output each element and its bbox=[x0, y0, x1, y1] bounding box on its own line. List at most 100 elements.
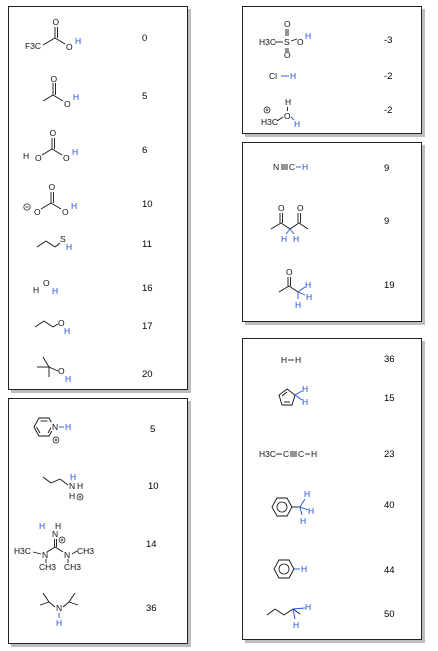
acidic-hydrogen: H bbox=[73, 92, 79, 102]
entry-methyloxonium: H H3C O H -2 bbox=[243, 91, 421, 131]
entry-benzene: H 44 bbox=[243, 551, 421, 587]
entry-hydrochloric-acid: Cl H -2 bbox=[243, 65, 421, 87]
pka-value: 36 bbox=[384, 354, 395, 365]
entry-pyridinium: N H 5 bbox=[9, 409, 187, 453]
atom-label: H3C bbox=[259, 449, 276, 459]
pka-value: 5 bbox=[142, 91, 148, 102]
atom-label: N bbox=[52, 529, 58, 539]
atom-label: O bbox=[50, 128, 57, 138]
atom-label: O bbox=[51, 74, 58, 84]
acidic-hydrogen: H bbox=[294, 119, 300, 129]
entry-acetylacetone: O O H H 9 bbox=[243, 199, 421, 251]
entry-trifluoroacetic-acid: F3C O O H 0 bbox=[9, 15, 187, 63]
pka-value: 14 bbox=[146, 539, 157, 550]
atom-label: O bbox=[58, 366, 65, 376]
activated-carbon-acids-panel: N C H 9 O O H H 9 O bbox=[242, 142, 422, 322]
structure-tetramethylguanidinium: H N H N N H3C CH3 CH3 CH3 bbox=[14, 521, 94, 572]
atom-label: O bbox=[62, 207, 69, 217]
pka-value: 16 bbox=[142, 283, 153, 294]
structure-propyne: H3C C C H bbox=[259, 449, 317, 459]
atom-label: O bbox=[284, 111, 291, 121]
atom-label: O bbox=[34, 207, 41, 217]
acidic-hydrogen: H bbox=[302, 384, 308, 394]
acidic-hydrogen: H bbox=[71, 201, 77, 211]
structure-methanesulfonic-acid: H3C S O O O H bbox=[259, 19, 311, 59]
structure-toluene: H H H bbox=[271, 489, 314, 526]
pka-value: 17 bbox=[142, 321, 153, 332]
entry-toluene: H H H 40 bbox=[243, 485, 421, 529]
pka-value: -3 bbox=[384, 35, 393, 46]
atom-label: H bbox=[311, 449, 317, 459]
atom-label: H3C bbox=[261, 117, 278, 127]
structure-propylammonium: N H H H bbox=[42, 472, 84, 501]
atom-label: Cl bbox=[269, 71, 277, 81]
oxygen-acids-panel: F3C O O H 0 O O H 5 H O O O bbox=[8, 6, 188, 390]
atom-label: O bbox=[284, 50, 291, 59]
acidic-hydrogen: H bbox=[300, 516, 306, 526]
acidic-hydrogen: H bbox=[293, 234, 299, 244]
atom-label: H bbox=[295, 355, 301, 365]
acidic-hydrogen: H bbox=[72, 147, 78, 157]
atom-label: H3C bbox=[14, 546, 31, 556]
structure-bicarbonate: O O O H bbox=[23, 182, 77, 217]
pka-value: 6 bbox=[142, 145, 148, 156]
entry-cyclopentadiene: H H 15 bbox=[243, 381, 421, 421]
entry-methanesulfonic-acid: H3C S O O O H -3 bbox=[243, 13, 421, 59]
structure-acetic-acid: O O H bbox=[42, 74, 79, 109]
atom-label: H3C bbox=[259, 37, 276, 47]
structure-hydrochloric-acid: Cl H bbox=[269, 71, 296, 81]
acidic-hydrogen: H bbox=[305, 280, 311, 290]
entry-hydrogen: H H 36 bbox=[243, 349, 421, 371]
entry-acetic-acid: O O H 5 bbox=[9, 73, 187, 113]
atom-label: N bbox=[42, 550, 48, 560]
pka-value: 0 bbox=[142, 33, 148, 44]
acidic-hydrogen: H bbox=[281, 234, 287, 244]
atom-label: N bbox=[52, 422, 58, 432]
atom-label: H bbox=[281, 355, 287, 365]
acidic-hydrogen: H bbox=[70, 472, 76, 482]
structure-diisopropylamine: N H bbox=[39, 592, 79, 628]
atom-label: C bbox=[289, 162, 295, 172]
entry-propyne: H3C C C H 23 bbox=[243, 443, 421, 465]
structure-hydrogen-cyanide: N C H bbox=[273, 162, 308, 172]
entry-tert-butanol: O H 20 bbox=[9, 351, 187, 385]
atom-label: O bbox=[43, 278, 50, 288]
pka-value: 40 bbox=[384, 500, 395, 511]
acidic-hydrogen: H bbox=[52, 286, 58, 296]
acidic-hydrogen: H bbox=[302, 397, 308, 407]
pka-value: 9 bbox=[384, 163, 390, 174]
pka-value: 23 bbox=[384, 449, 395, 460]
structure-butane: H H bbox=[266, 602, 311, 630]
acidic-hydrogen: H bbox=[308, 506, 314, 516]
structure-trifluoroacetic-acid: F3C O O H bbox=[25, 17, 81, 52]
atom-label: O bbox=[49, 182, 56, 192]
entry-ethanol: O H 17 bbox=[9, 313, 187, 343]
acidic-hydrogen: H bbox=[306, 292, 312, 302]
structure-acetone: O H H H bbox=[278, 267, 312, 310]
entry-water: H O H 16 bbox=[9, 275, 187, 305]
pka-value: 19 bbox=[384, 280, 395, 291]
entry-ethanethiol: S H 11 bbox=[9, 231, 187, 261]
entry-bicarbonate: O O O H 10 bbox=[9, 179, 187, 223]
atom-label: O bbox=[284, 19, 291, 29]
structure-carbonic-acid: H O O O H bbox=[23, 128, 78, 163]
atom-label: CH3 bbox=[39, 562, 56, 572]
pka-value: 50 bbox=[384, 609, 395, 620]
atom-label: N bbox=[64, 550, 70, 560]
acidic-hydrogen: H bbox=[295, 300, 301, 310]
acidic-hydrogen: H bbox=[56, 618, 62, 628]
acidic-hydrogen: H bbox=[66, 242, 72, 252]
hydrocarbons-panel: H H 36 H H 15 H3C C C H bbox=[242, 338, 422, 640]
structure-water: H O H bbox=[33, 278, 58, 296]
pka-value: -2 bbox=[384, 105, 393, 116]
acidic-hydrogen: H bbox=[305, 31, 311, 41]
atom-label: O bbox=[297, 203, 304, 213]
acidic-hydrogen: H bbox=[75, 36, 81, 46]
atom-label: S bbox=[284, 37, 290, 47]
acidic-hydrogen: H bbox=[290, 71, 296, 81]
atom-label: F3C bbox=[25, 41, 41, 51]
entry-propylammonium: N H H H 10 bbox=[9, 467, 187, 513]
structure-ethanol: O H bbox=[34, 318, 70, 336]
entry-carbonic-acid: H O O O H 6 bbox=[9, 125, 187, 169]
structure-cyclopentadiene: H H bbox=[278, 384, 308, 407]
